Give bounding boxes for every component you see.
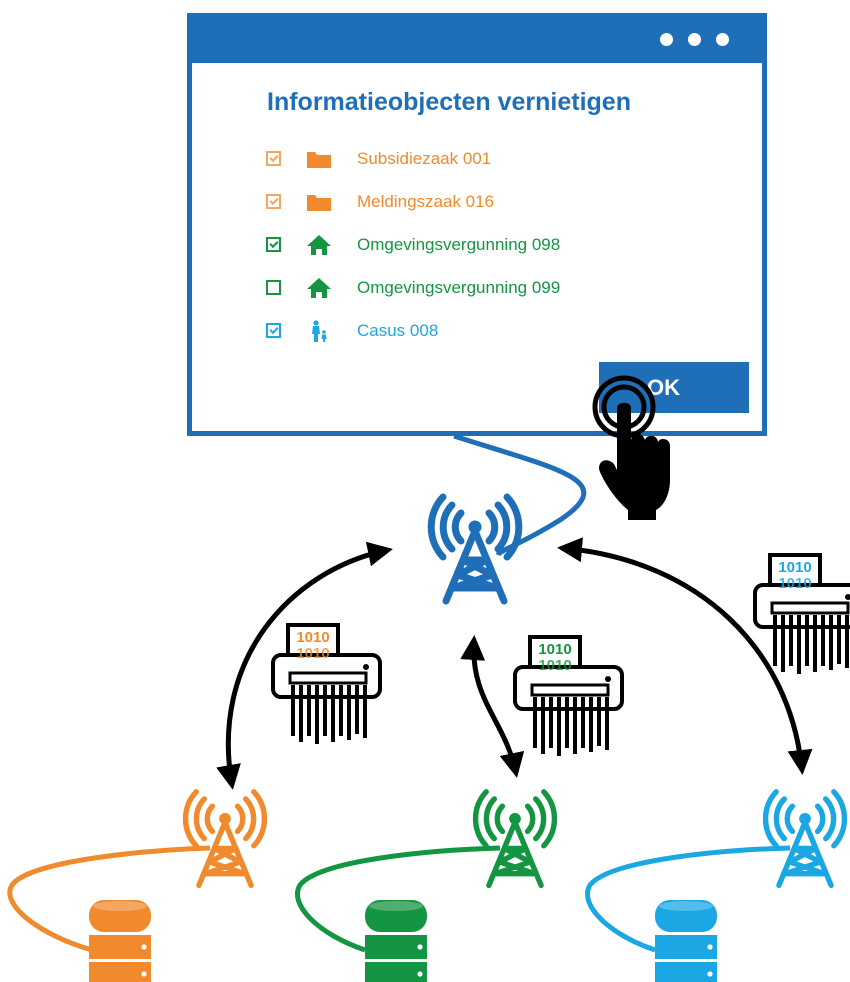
house-icon xyxy=(307,235,331,255)
item-checkbox[interactable] xyxy=(266,237,281,252)
svg-text:1010: 1010 xyxy=(778,575,811,592)
item-label: Omgevingsvergunning 098 xyxy=(357,235,561,254)
window-dot-icon[interactable] xyxy=(688,33,701,46)
database-icon-cyan xyxy=(655,900,717,982)
cable-orange xyxy=(7,845,211,953)
shredder-icon-green: 1010 1010 xyxy=(513,635,624,758)
item-checkbox[interactable] xyxy=(266,280,281,295)
person-icon xyxy=(312,320,327,342)
item-label: Omgevingsvergunning 099 xyxy=(357,278,561,297)
ok-button[interactable]: OK xyxy=(599,362,749,413)
svg-text:1010: 1010 xyxy=(296,629,329,646)
item-label: Meldingszaak 016 xyxy=(357,192,495,211)
antenna-tower-icon-green xyxy=(476,792,555,886)
shredder-icon-cyan: 1010 1010 xyxy=(753,553,850,676)
item-checkbox[interactable] xyxy=(266,194,281,209)
antenna-tower-icon-cyan xyxy=(766,792,845,886)
arrow-left-link xyxy=(216,541,393,790)
svg-text:1010: 1010 xyxy=(296,645,329,662)
arrow-middle-link xyxy=(460,635,525,778)
window-dot-icon[interactable] xyxy=(716,33,729,46)
house-icon xyxy=(307,278,331,298)
shredder-icon-orange: 1010 1010 xyxy=(271,623,382,746)
window-titlebar xyxy=(192,18,762,63)
cable-cyan xyxy=(585,845,791,953)
svg-text:1010: 1010 xyxy=(538,657,571,674)
folder-icon xyxy=(307,195,331,211)
item-checkbox[interactable] xyxy=(266,151,281,166)
item-label: Subsidiezaak 001 xyxy=(357,149,492,168)
dialog-window: Informatieobjecten vernietigen Subsidiez… xyxy=(187,13,767,436)
database-icon-green xyxy=(365,900,427,982)
cable-green xyxy=(295,845,501,953)
item-checkbox[interactable] xyxy=(266,323,281,338)
item-label: Casus 008 xyxy=(357,321,439,340)
svg-text:1010: 1010 xyxy=(778,559,811,576)
window-dot-icon[interactable] xyxy=(660,33,673,46)
dialog-title: Informatieobjecten vernietigen xyxy=(267,88,631,116)
arrow-right-link xyxy=(557,537,813,775)
folder-icon xyxy=(307,152,331,168)
svg-text:1010: 1010 xyxy=(538,641,571,658)
database-icon-orange xyxy=(89,900,151,982)
pointing-hand-icon xyxy=(592,375,670,520)
antenna-tower-icon-orange xyxy=(186,792,265,886)
